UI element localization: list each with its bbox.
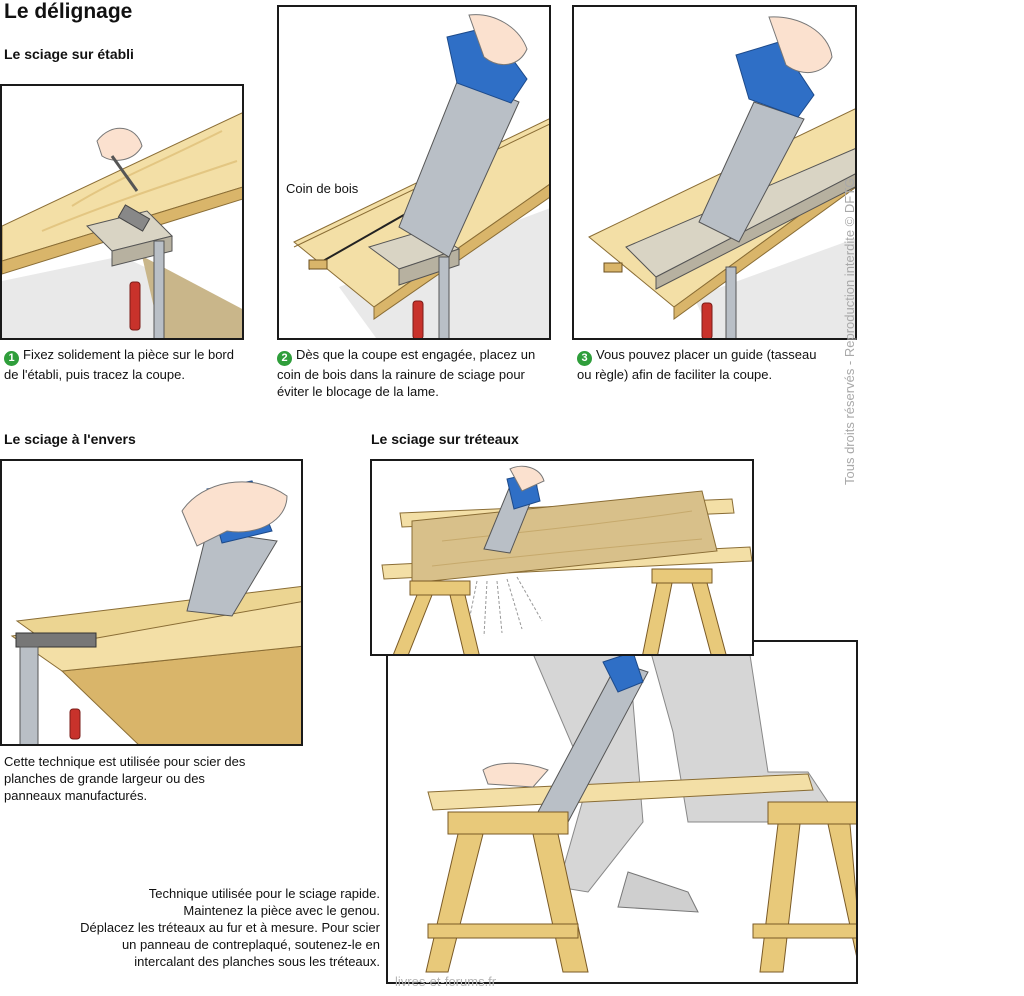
callout-coin-de-bois: Coin de bois [286,181,359,196]
treteaux-caption: Technique utilisée pour le sciage rapide… [40,885,380,970]
step-text-2: Dès que la coupe est engagée, placez un … [277,347,536,399]
illustration-treteaux-genou [386,640,858,984]
step-badge-3: 3 [577,351,592,366]
envers-caption: Cette technique est utilisée pour scier … [4,754,246,803]
illustration-envers [0,459,303,746]
section-title-envers: Le sciage à l'envers [4,431,136,447]
illustration-etabli-step2: Coin de bois [277,5,551,340]
illustration-treteaux-vue [370,459,754,656]
section-title-treteaux: Le sciage sur tréteaux [371,431,519,447]
section-title-etabli: Le sciage sur établi [4,46,134,62]
treteaux-caption-line-4: un panneau de contreplaqué, soutenez-le … [121,937,380,952]
copyright-watermark: Tous droits réservés - Reproduction inte… [842,177,857,485]
step-text-1: Fixez solidement la pièce sur le bord de… [4,347,234,382]
treteaux-caption-line-2: Maintenez la pièce avec le genou. [183,903,380,918]
illustration-etabli-step3 [572,5,857,340]
page-title: Le délignage [4,0,133,23]
step-badge-2: 2 [277,351,292,366]
step-text-3: Vous pouvez placer un guide (tasseau ou … [577,347,817,382]
site-watermark: livres-et-forums.fr [395,974,497,989]
step-badge-1: 1 [4,351,19,366]
treteaux-caption-line-1: Technique utilisée pour le sciage rapide… [148,886,380,901]
treteaux-caption-line-5: intercalant des planches sous les trétea… [134,954,380,969]
treteaux-caption-line-3: Déplacez les tréteaux au fur et à mesure… [80,920,380,935]
illustration-etabli-step1 [0,84,244,340]
